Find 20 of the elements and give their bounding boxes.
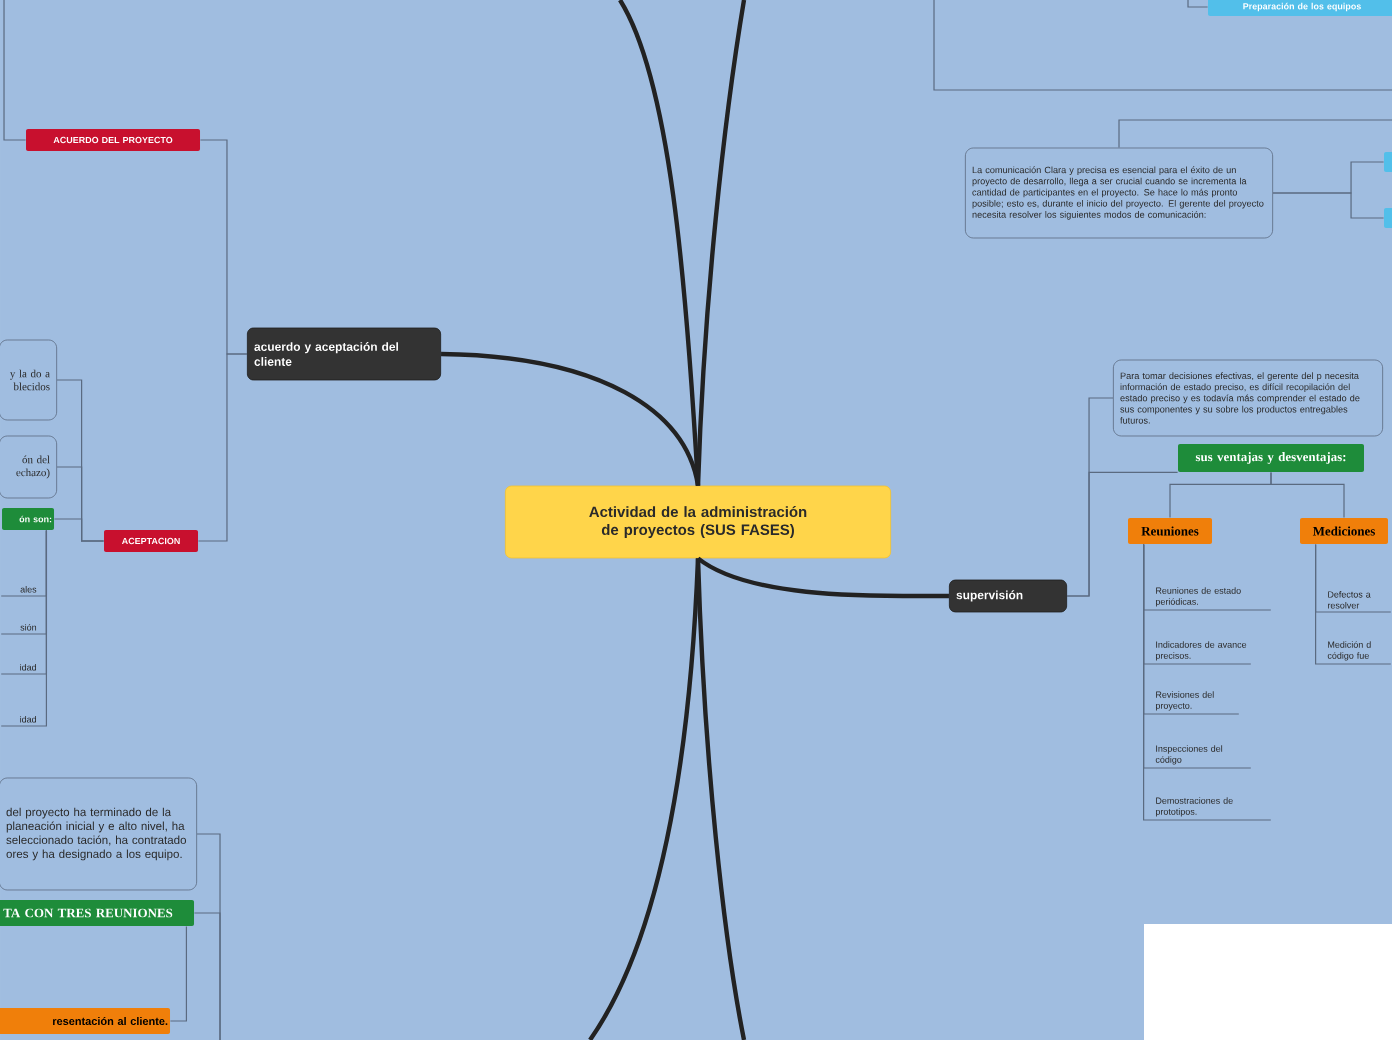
connector-line [1272,192,1385,219]
connector-line [618,0,701,486]
connector-line [696,556,949,599]
connector-line [440,351,701,487]
connector-line [1118,119,1392,149]
label-tag [1384,208,1392,228]
connector-line [0,529,47,727]
label-tag [1384,152,1392,172]
connector-line [197,353,248,542]
connector-line [169,925,187,1022]
connector-line [53,518,105,542]
connector-line [695,0,747,486]
connector-line [193,912,221,1040]
connector-line [1315,543,1392,665]
connector-line [695,558,747,1040]
connector-line [1143,543,1272,821]
connector-line [1270,471,1345,519]
connector-line [3,0,27,141]
connector-line [1187,0,1209,8]
connector-line [1066,471,1179,597]
